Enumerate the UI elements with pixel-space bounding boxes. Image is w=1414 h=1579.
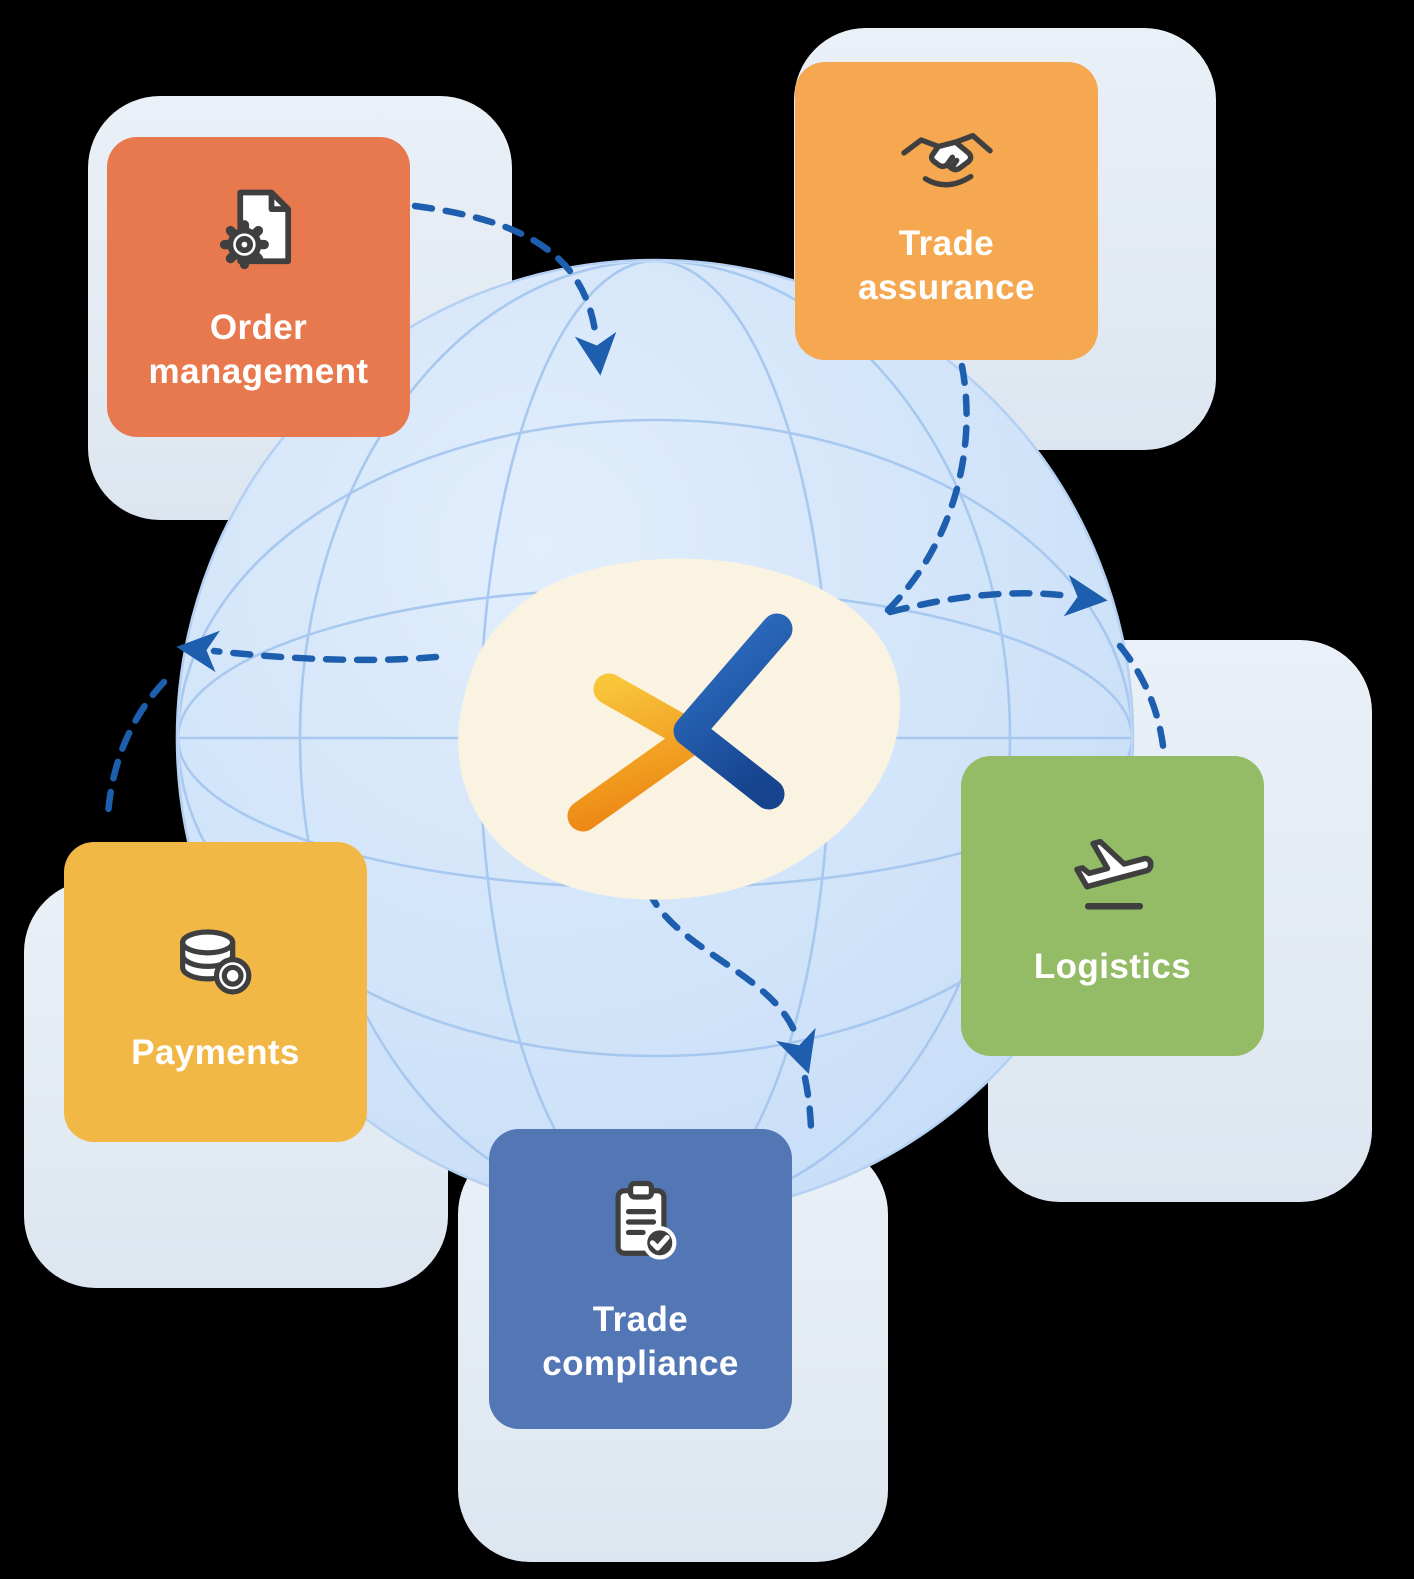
card-payments: Payments xyxy=(64,842,367,1142)
card-logistics: Logistics xyxy=(961,756,1264,1056)
connector-order-to-globe xyxy=(411,202,617,376)
connector-to-logistics xyxy=(1116,642,1168,758)
card-label-trade-assurance: Trade assurance xyxy=(858,224,1035,307)
connector-globe-to-south xyxy=(644,886,816,1075)
airplane-takeoff-icon xyxy=(1061,823,1165,919)
connector-globe-to-west xyxy=(176,630,440,673)
coins-icon xyxy=(166,909,266,1005)
card-trade-compliance: Trade compliance xyxy=(489,1129,792,1429)
card-label-order-management: Order management xyxy=(148,308,369,391)
handshake-icon xyxy=(895,112,999,196)
connector-lines xyxy=(104,202,1168,1131)
card-label-trade-compliance: Trade compliance xyxy=(542,1300,739,1383)
connector-to-compliance xyxy=(801,1074,815,1131)
card-trade-assurance: Trade assurance xyxy=(795,62,1098,360)
connector-assurance-to-globe xyxy=(880,362,970,618)
x-chevron-logo xyxy=(567,613,793,832)
card-label-payments: Payments xyxy=(131,1033,300,1073)
connector-globe-to-east xyxy=(886,574,1108,617)
card-label-logistics: Logistics xyxy=(1033,947,1192,987)
clipboard-check-icon xyxy=(591,1172,691,1272)
document-gear-icon xyxy=(209,180,309,280)
connector-to-payments xyxy=(104,678,168,818)
card-order-management: Order management xyxy=(107,137,410,437)
logo-blue-chevron xyxy=(673,613,793,810)
